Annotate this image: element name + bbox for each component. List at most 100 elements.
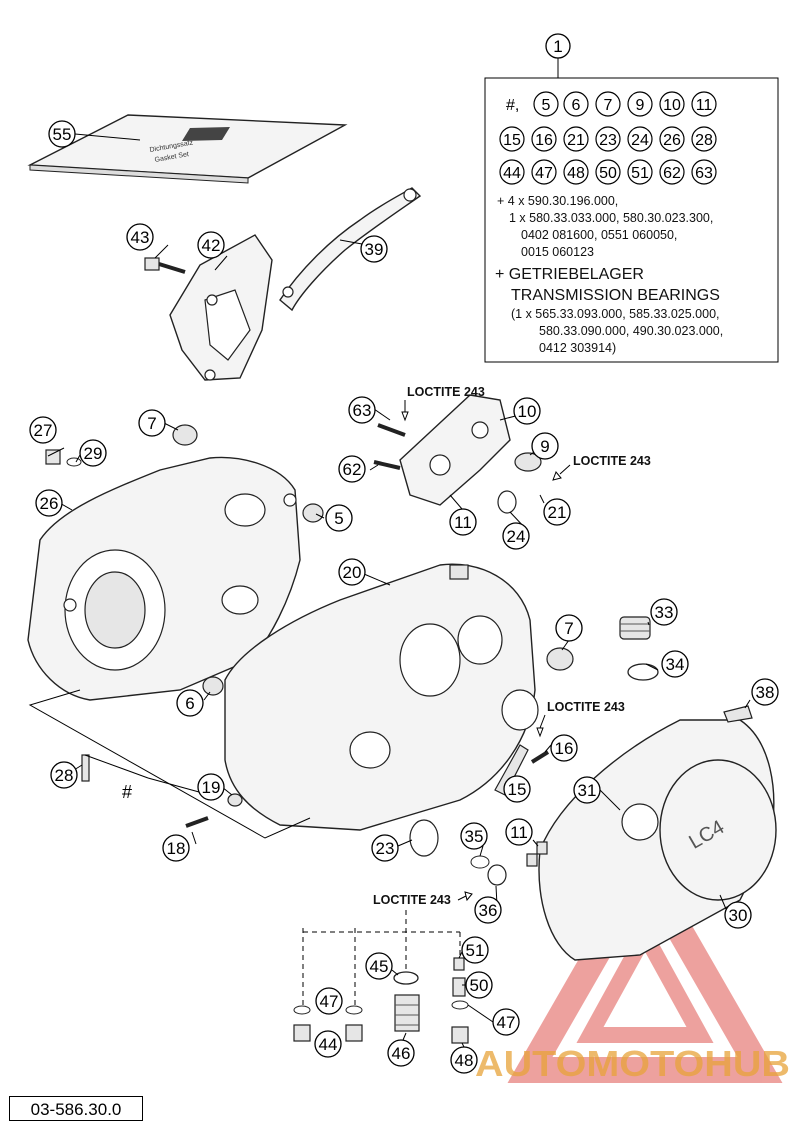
svg-text:LOCTITE 243: LOCTITE 243 (407, 385, 485, 399)
svg-text:27: 27 (34, 421, 53, 440)
callout-51[interactable]: 51 (461, 936, 489, 964)
callout-26[interactable]: 26 (35, 489, 63, 517)
kit-line-1: + 4 x 590.30.196.000, (497, 194, 618, 208)
callout-7-right[interactable]: 7 (555, 614, 583, 642)
kit-line-3: 0402 081600, 0551 060050, (521, 228, 677, 242)
svg-text:16: 16 (555, 739, 574, 758)
dowel-28 (81, 754, 90, 782)
svg-text:51: 51 (631, 165, 649, 182)
left-crankcase (27, 456, 301, 701)
svg-text:9: 9 (540, 437, 549, 456)
callout-6[interactable]: 6 (176, 689, 204, 717)
svg-text:36: 36 (479, 901, 498, 920)
svg-text:21: 21 (567, 132, 585, 149)
svg-text:LOCTITE 243: LOCTITE 243 (547, 700, 625, 714)
bearing-9 (514, 452, 542, 472)
svg-text:35: 35 (465, 827, 484, 846)
svg-text:47: 47 (497, 1013, 516, 1032)
svg-text:63: 63 (695, 165, 713, 182)
callout-35[interactable]: 35 (460, 822, 488, 850)
oil-screen-46 (394, 994, 420, 1032)
bracket-15 (494, 744, 529, 796)
callout-62[interactable]: 62 (338, 455, 366, 483)
dowels-11 (526, 841, 548, 867)
callout-46[interactable]: 46 (387, 1039, 415, 1067)
seal-23 (409, 819, 439, 857)
callout-33[interactable]: 33 (650, 598, 678, 626)
svg-text:LOCTITE 243: LOCTITE 243 (373, 893, 451, 907)
svg-text:24: 24 (631, 132, 649, 149)
gasket-set-manual: Dichtungssatz Gasket Set (27, 114, 348, 184)
pump-housing (399, 394, 511, 506)
callout-39[interactable]: 39 (360, 235, 388, 263)
callout-29[interactable]: 29 (79, 439, 107, 467)
callout-11-bottom[interactable]: 11 (505, 818, 533, 846)
svg-text:48: 48 (455, 1051, 474, 1070)
callout-45[interactable]: 45 (365, 952, 393, 980)
callout-47-right[interactable]: 47 (492, 1008, 520, 1036)
callout-34[interactable]: 34 (661, 650, 689, 678)
bolt-62 (373, 460, 401, 470)
callout-50[interactable]: 50 (465, 971, 493, 999)
clip-38 (723, 705, 753, 723)
svg-text:44: 44 (319, 1035, 338, 1054)
svg-text:50: 50 (599, 165, 617, 182)
svg-text:39: 39 (365, 240, 384, 259)
callout-63[interactable]: 63 (348, 396, 376, 424)
svg-text:31: 31 (578, 781, 597, 800)
oring-35 (470, 855, 490, 869)
callout-18[interactable]: 18 (162, 834, 190, 862)
screw-16 (530, 750, 550, 764)
callout-21[interactable]: 21 (543, 498, 571, 526)
bushing-7-right (546, 647, 574, 671)
callout-55[interactable]: 55 (48, 120, 76, 148)
loctite-note-3: LOCTITE 243 (536, 700, 625, 738)
spring-50 (452, 977, 466, 997)
svg-text:28: 28 (695, 132, 713, 149)
callout-10[interactable]: 10 (513, 397, 541, 425)
svg-text:19: 19 (202, 778, 221, 797)
callout-30[interactable]: 30 (724, 901, 752, 929)
svg-text:42: 42 (202, 236, 221, 255)
callout-44[interactable]: 44 (314, 1030, 342, 1058)
svg-text:34: 34 (666, 655, 685, 674)
callout-24[interactable]: 24 (502, 522, 530, 550)
callout-43[interactable]: 43 (126, 223, 154, 251)
callout-9[interactable]: 9 (531, 432, 559, 460)
svg-text:29: 29 (84, 444, 103, 463)
callout-11-top[interactable]: 11 (449, 508, 477, 536)
callout-16[interactable]: 16 (550, 734, 578, 762)
bearings-detail-3: 0412 303914) (539, 341, 616, 355)
callout-38[interactable]: 38 (751, 678, 779, 706)
svg-text:18: 18 (167, 839, 186, 858)
callout-28[interactable]: 28 (50, 761, 78, 789)
callout-19[interactable]: 19 (197, 773, 225, 801)
svg-text:16: 16 (535, 132, 553, 149)
svg-text:11: 11 (454, 513, 472, 532)
callout-23[interactable]: 23 (371, 834, 399, 862)
callout-20[interactable]: 20 (338, 558, 366, 586)
svg-text:30: 30 (729, 906, 748, 925)
callout-7-top[interactable]: 7 (138, 409, 166, 437)
screw-18 (185, 816, 209, 828)
callout-27[interactable]: 27 (29, 416, 57, 444)
svg-text:62: 62 (663, 165, 681, 182)
right-crankcase (224, 563, 539, 831)
svg-text:7: 7 (604, 97, 613, 114)
seal-36 (487, 864, 507, 886)
svg-text:46: 46 (392, 1044, 411, 1063)
callout-47-left[interactable]: 47 (315, 987, 343, 1015)
reference-code: 03-586.30.0 (9, 1096, 143, 1121)
oring-34 (627, 663, 659, 681)
callout-48[interactable]: 48 (450, 1046, 478, 1074)
callout-36[interactable]: 36 (474, 896, 502, 924)
svg-text:23: 23 (376, 839, 395, 858)
callout-15[interactable]: 15 (503, 775, 531, 803)
callout-42[interactable]: 42 (197, 231, 225, 259)
callout-5[interactable]: 5 (325, 504, 353, 532)
svg-text:28: 28 (55, 766, 74, 785)
plugs-44 (293, 1024, 363, 1042)
kit-hash-symbol: #, (506, 97, 519, 114)
callout-1[interactable]: 1 (545, 33, 571, 59)
callout-31[interactable]: 31 (573, 776, 601, 804)
